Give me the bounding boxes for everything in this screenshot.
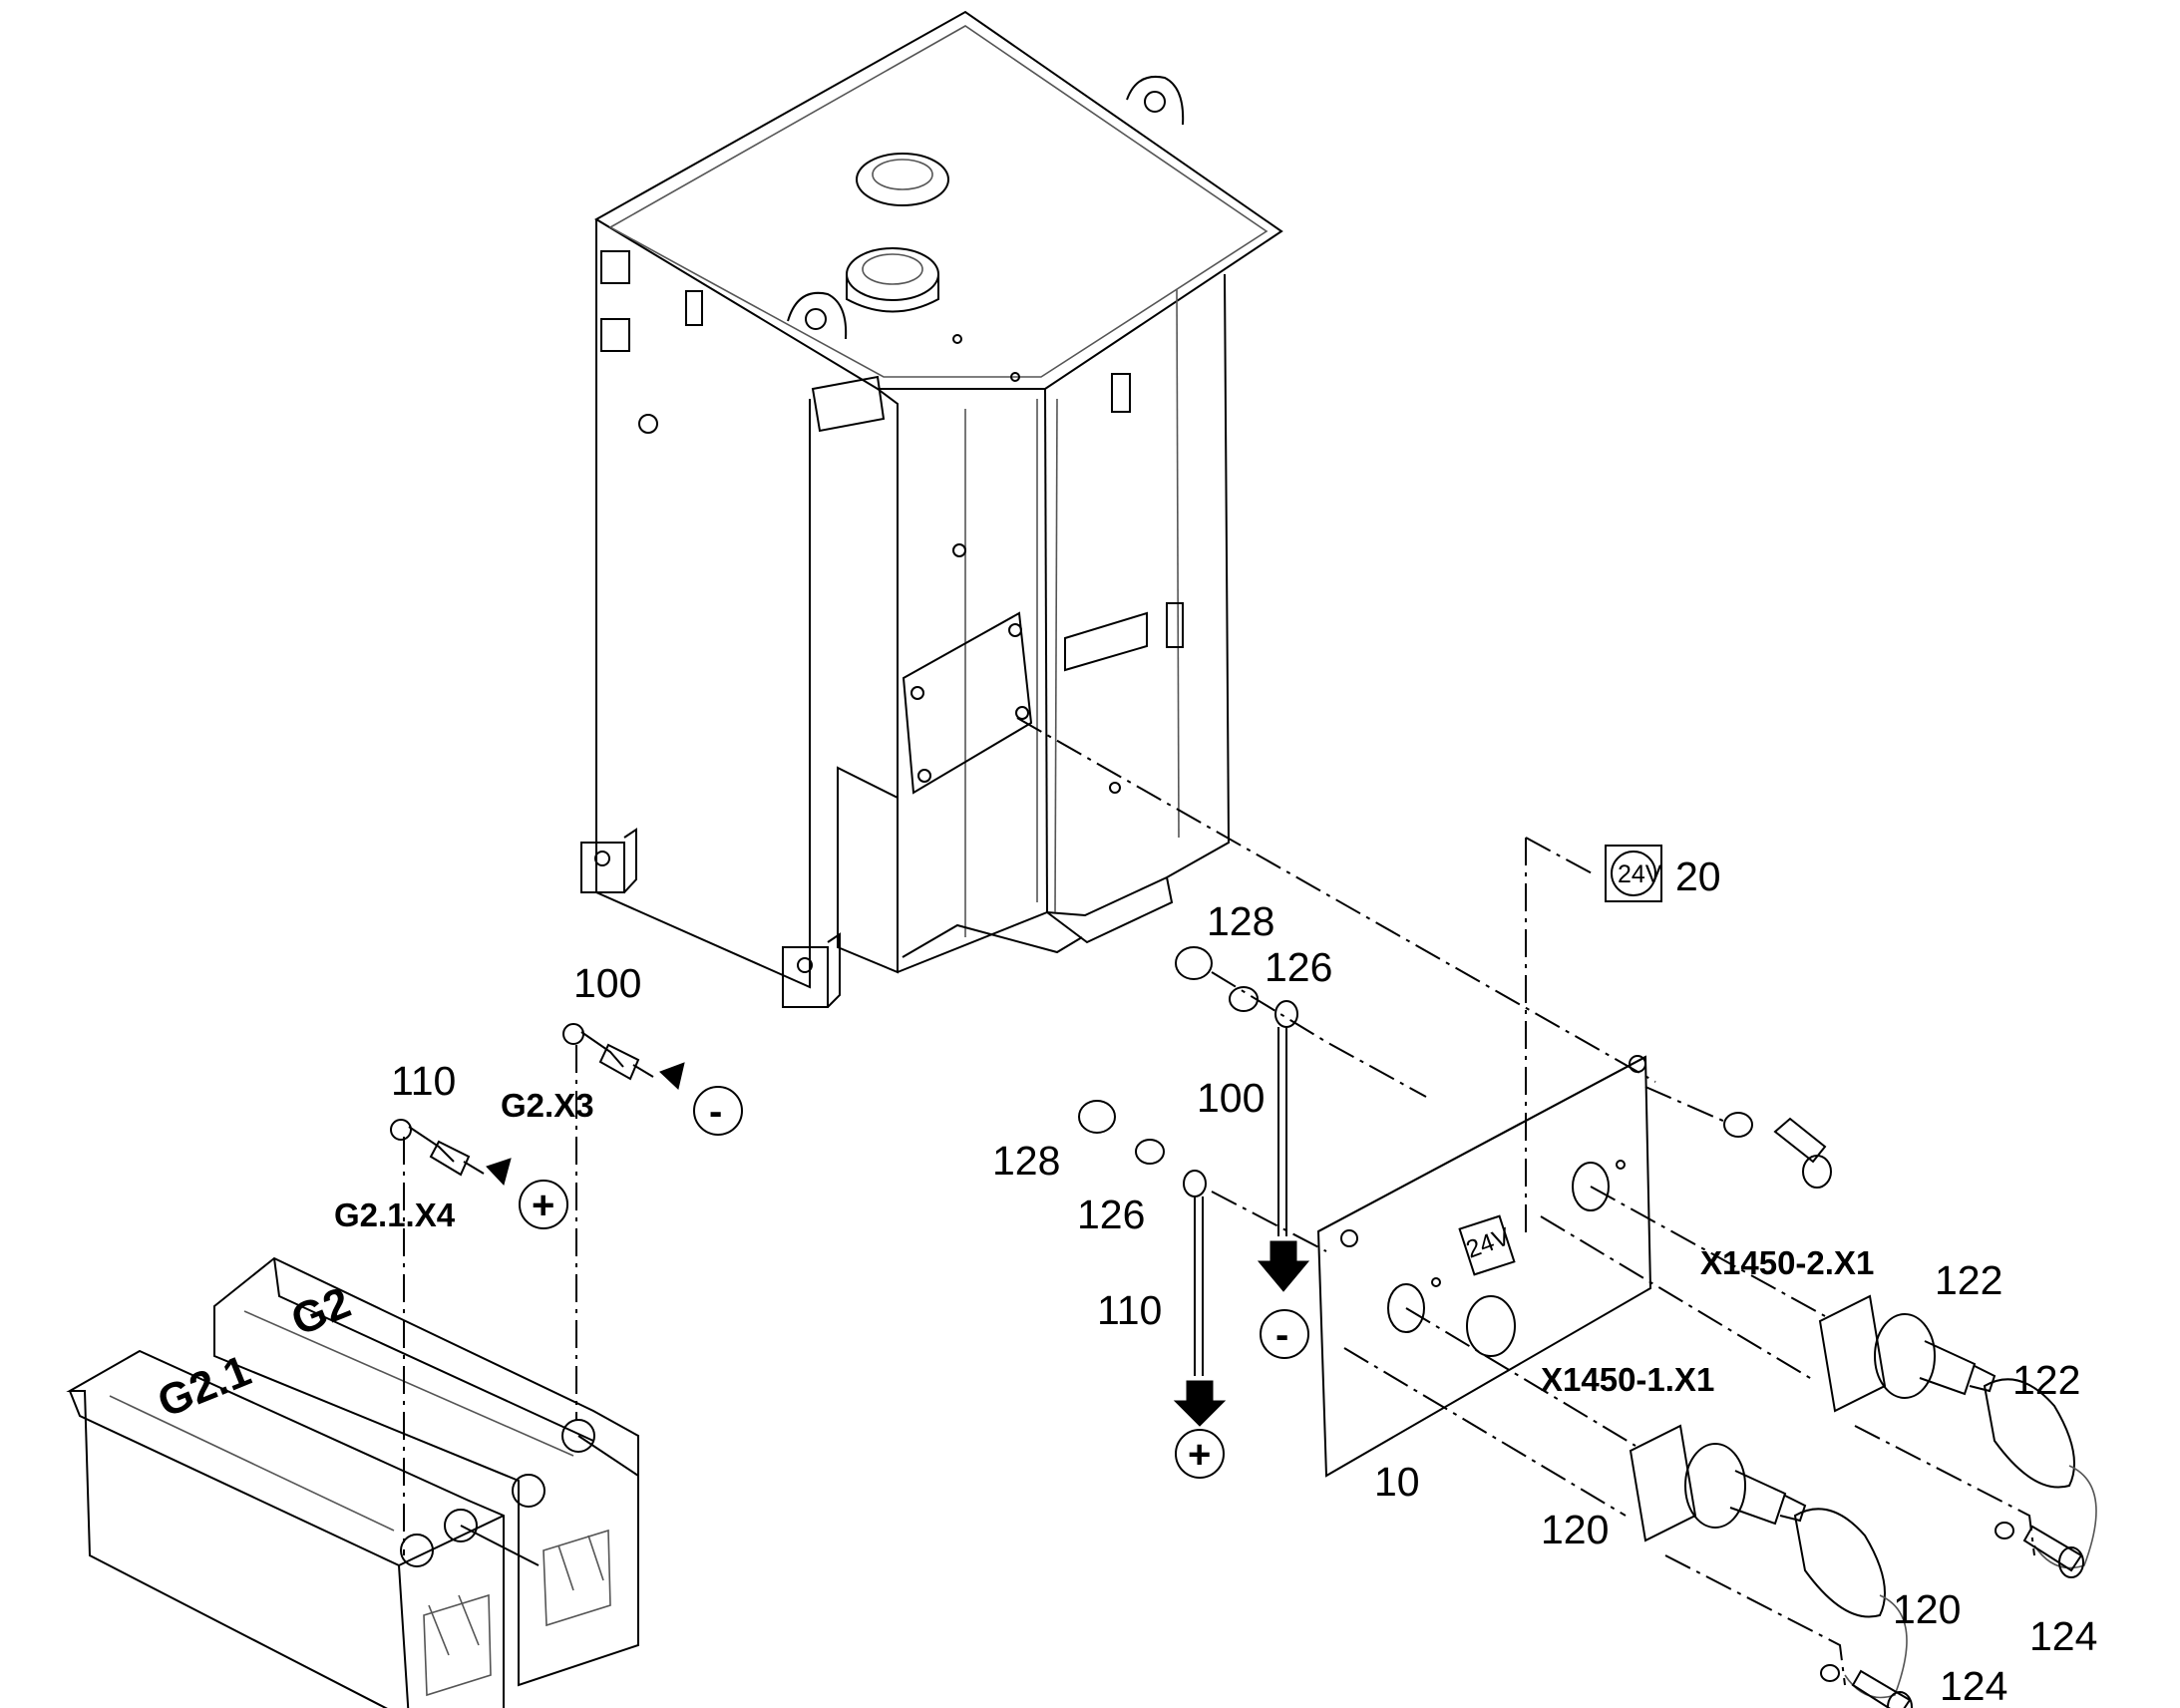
battery-label-g2: G2 [284, 1278, 357, 1345]
minus-symbol-right: - [1260, 1309, 1309, 1359]
callout-124-b: 124 [1940, 1663, 2007, 1708]
ref-g2-1-x4: G2.1.X4 [334, 1196, 456, 1233]
ref-x1450-2: X1450-2.X1 [1700, 1244, 1874, 1281]
receptacle-122 [1540, 1186, 2097, 1569]
battery-assembly: G2 G2.1 [66, 1256, 639, 1708]
svg-text:+: + [1188, 1433, 1211, 1477]
plus-symbol-right: + [1175, 1429, 1225, 1479]
cable-100-left [562, 1023, 685, 1421]
decal-voltage-label: 24V [1618, 860, 1662, 888]
callout-100-right: 100 [1197, 1075, 1265, 1121]
callout-10: 10 [1374, 1459, 1420, 1505]
minus-symbol-left: - [693, 1086, 743, 1136]
callout-122-a: 122 [1935, 1257, 2002, 1303]
callout-110-left: 110 [391, 1058, 456, 1104]
screw-124-lower [1820, 1664, 1913, 1708]
mounting-plate-10: 24V [1016, 717, 1656, 1478]
voltage-decal-20: 24V [1525, 837, 1662, 1236]
screw-124-upper [1995, 1522, 2084, 1578]
plus-symbol-left: + [519, 1180, 568, 1229]
hardware-100 [1175, 946, 1427, 1292]
battery-label-g2-1: G2.1 [151, 1346, 257, 1427]
tank-housing [580, 10, 1283, 1008]
ref-g2-x3: G2.X3 [501, 1087, 594, 1124]
svg-text:-: - [1275, 1313, 1288, 1357]
callout-126-b: 126 [1077, 1192, 1145, 1237]
callout-120-a: 120 [1541, 1507, 1609, 1552]
receptacle-120 [1343, 1307, 1908, 1699]
callout-100-left: 100 [573, 960, 641, 1006]
plate-voltage-label: 24V [1462, 1222, 1514, 1264]
plate-screw-washer [1644, 1086, 1832, 1189]
svg-text:-: - [709, 1090, 722, 1134]
callout-128-b: 128 [992, 1138, 1060, 1184]
callout-126-a: 126 [1265, 944, 1332, 990]
callout-122-b: 122 [2012, 1357, 2080, 1403]
callout-110-right: 110 [1097, 1287, 1162, 1333]
ref-x1450-1: X1450-1.X1 [1541, 1361, 1714, 1398]
cable-110-left [390, 1119, 512, 1555]
svg-text:+: + [532, 1184, 554, 1227]
callout-128-a: 128 [1207, 898, 1274, 944]
callout-120-b: 120 [1893, 1586, 1961, 1632]
callout-20: 20 [1675, 854, 1721, 899]
hardware-110 [1078, 1100, 1327, 1427]
callout-124-a: 124 [2029, 1613, 2097, 1659]
